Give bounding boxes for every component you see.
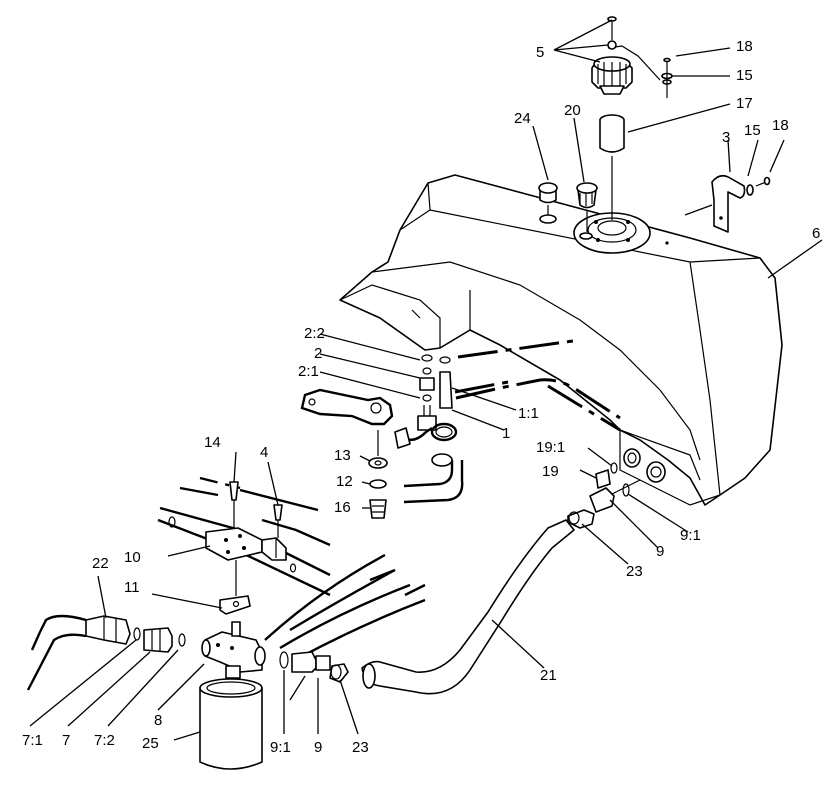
callout-1-1: 1:1 (518, 405, 539, 422)
callout-13: 13 (334, 447, 351, 464)
callout-11: 11 (124, 579, 140, 596)
callout-14: 14 (204, 434, 221, 451)
callout-2-1: 2:1 (298, 363, 319, 380)
callout-7-2: 7:2 (94, 732, 115, 749)
tank-caps (538, 182, 598, 232)
callout-20: 20 (564, 102, 581, 119)
fuel-line-dashed (454, 338, 621, 432)
callout-4: 4 (260, 444, 268, 461)
callout-25: 25 (142, 735, 159, 752)
callout-9-1-right: 9:1 (680, 527, 701, 544)
callout-9-1-bottom: 9:1 (270, 739, 291, 756)
callout-9-right: 9 (656, 543, 664, 560)
callout-19-1: 19:1 (536, 439, 565, 456)
callout-10: 10 (124, 549, 141, 566)
callout-17: 17 (736, 95, 753, 112)
sender-fittings (300, 354, 464, 519)
callout-7-1: 7:1 (22, 732, 43, 749)
callout-23-right: 23 (626, 563, 643, 580)
callout-15-right: 15 (744, 122, 761, 139)
callout-6: 6 (812, 225, 820, 242)
callout-9-bottom: 9 (314, 739, 322, 756)
callout-5: 5 (536, 44, 544, 61)
filter-assembly (26, 481, 349, 770)
fuel-cap-assembly (591, 16, 673, 220)
callout-labels: 5 18 15 17 24 20 3 15 18 6 2:2 2 2:1 1:1… (22, 38, 820, 756)
callout-21: 21 (540, 667, 557, 684)
callout-8: 8 (154, 712, 162, 729)
leader-lines (29, 19, 823, 741)
callout-22: 22 (92, 555, 109, 572)
callout-2-2: 2:2 (304, 325, 325, 342)
callout-2: 2 (314, 345, 322, 362)
callout-12: 12 (336, 473, 353, 490)
callout-7: 7 (62, 732, 70, 749)
callout-18-top: 18 (736, 38, 753, 55)
callout-15-top: 15 (736, 67, 753, 84)
callout-3: 3 (722, 129, 730, 146)
tank-outlet-fittings (567, 462, 641, 529)
callout-23-bottom: 23 (352, 739, 369, 756)
callout-19: 19 (542, 463, 559, 480)
callout-16: 16 (334, 499, 351, 516)
callout-1: 1 (502, 425, 510, 442)
callout-18-right: 18 (772, 117, 789, 134)
bracket (684, 174, 771, 233)
callout-24: 24 (514, 110, 531, 127)
